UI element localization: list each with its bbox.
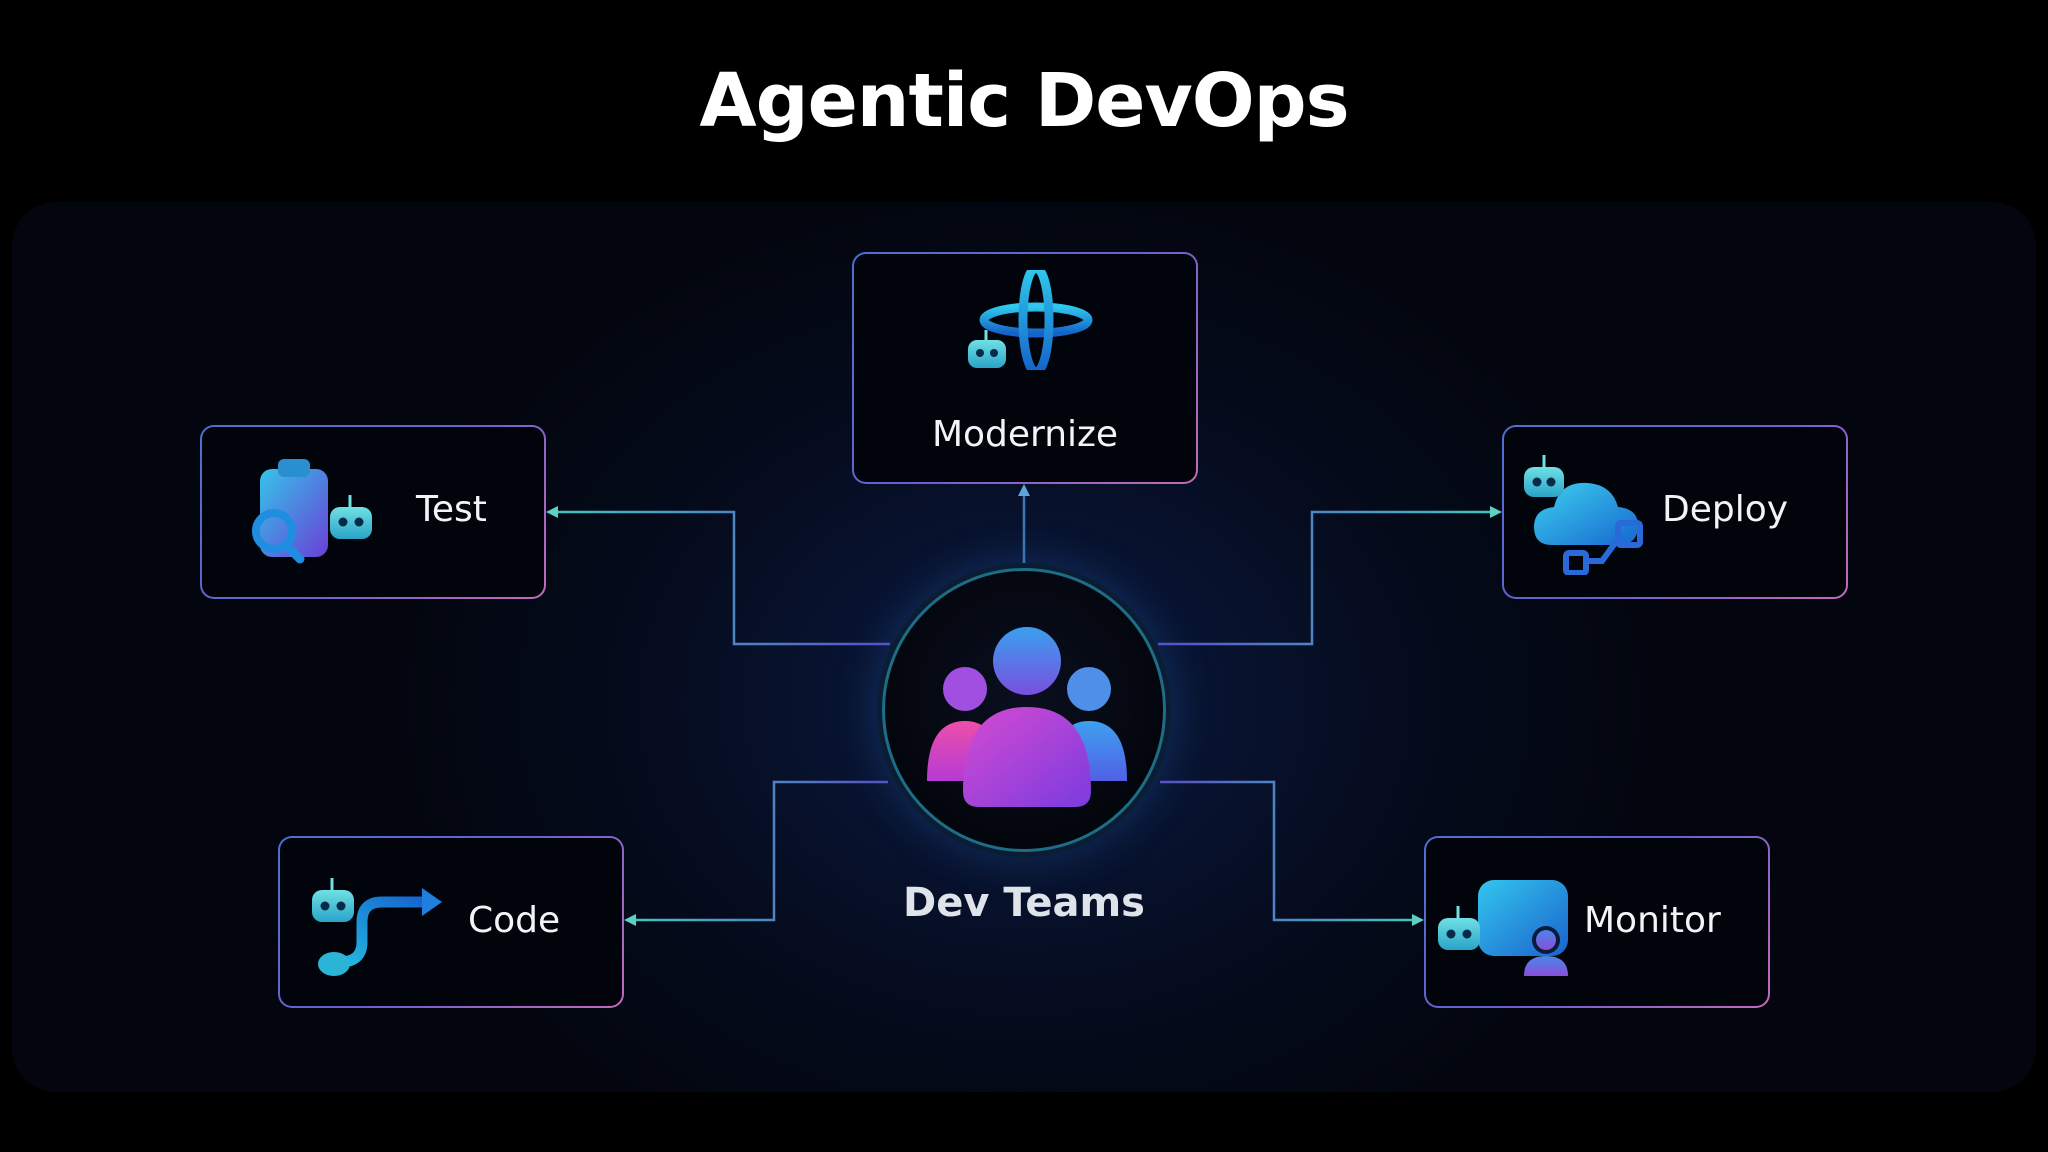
dev-teams-label: Dev Teams [903,880,1145,926]
arrowhead-test [546,506,558,518]
node-deploy: Deploy [1502,425,1848,599]
slide-title: Agentic DevOps [699,58,1349,144]
node-code-label: Code [468,900,561,941]
connector-monitor [1160,780,1414,922]
arrowhead-monitor [1412,914,1424,926]
code-branch-robot-icon [312,878,442,976]
node-modernize: Modernize [852,252,1198,484]
people-group-icon [927,627,1127,807]
node-test-label: Test [416,489,487,530]
node-test: Test [200,425,546,599]
connector-test [556,510,890,646]
node-modernize-label: Modernize [931,414,1119,455]
arrowhead-code [624,914,636,926]
node-code: Code [278,836,624,1008]
connector-deploy [1158,510,1492,646]
monitor-robot-icon [1438,880,1568,976]
modernize-robot-icon [968,270,1093,370]
node-deploy-label: Deploy [1662,489,1789,530]
dev-teams-hub [882,568,1166,852]
arrowhead-modernize [1018,484,1030,496]
deploy-cloud-robot-icon [1524,455,1643,575]
node-monitor: Monitor [1424,836,1770,1008]
test-clipboard-robot-icon [252,459,372,564]
connector-code [634,780,888,922]
node-monitor-label: Monitor [1584,900,1721,941]
arrowhead-deploy [1490,506,1502,518]
